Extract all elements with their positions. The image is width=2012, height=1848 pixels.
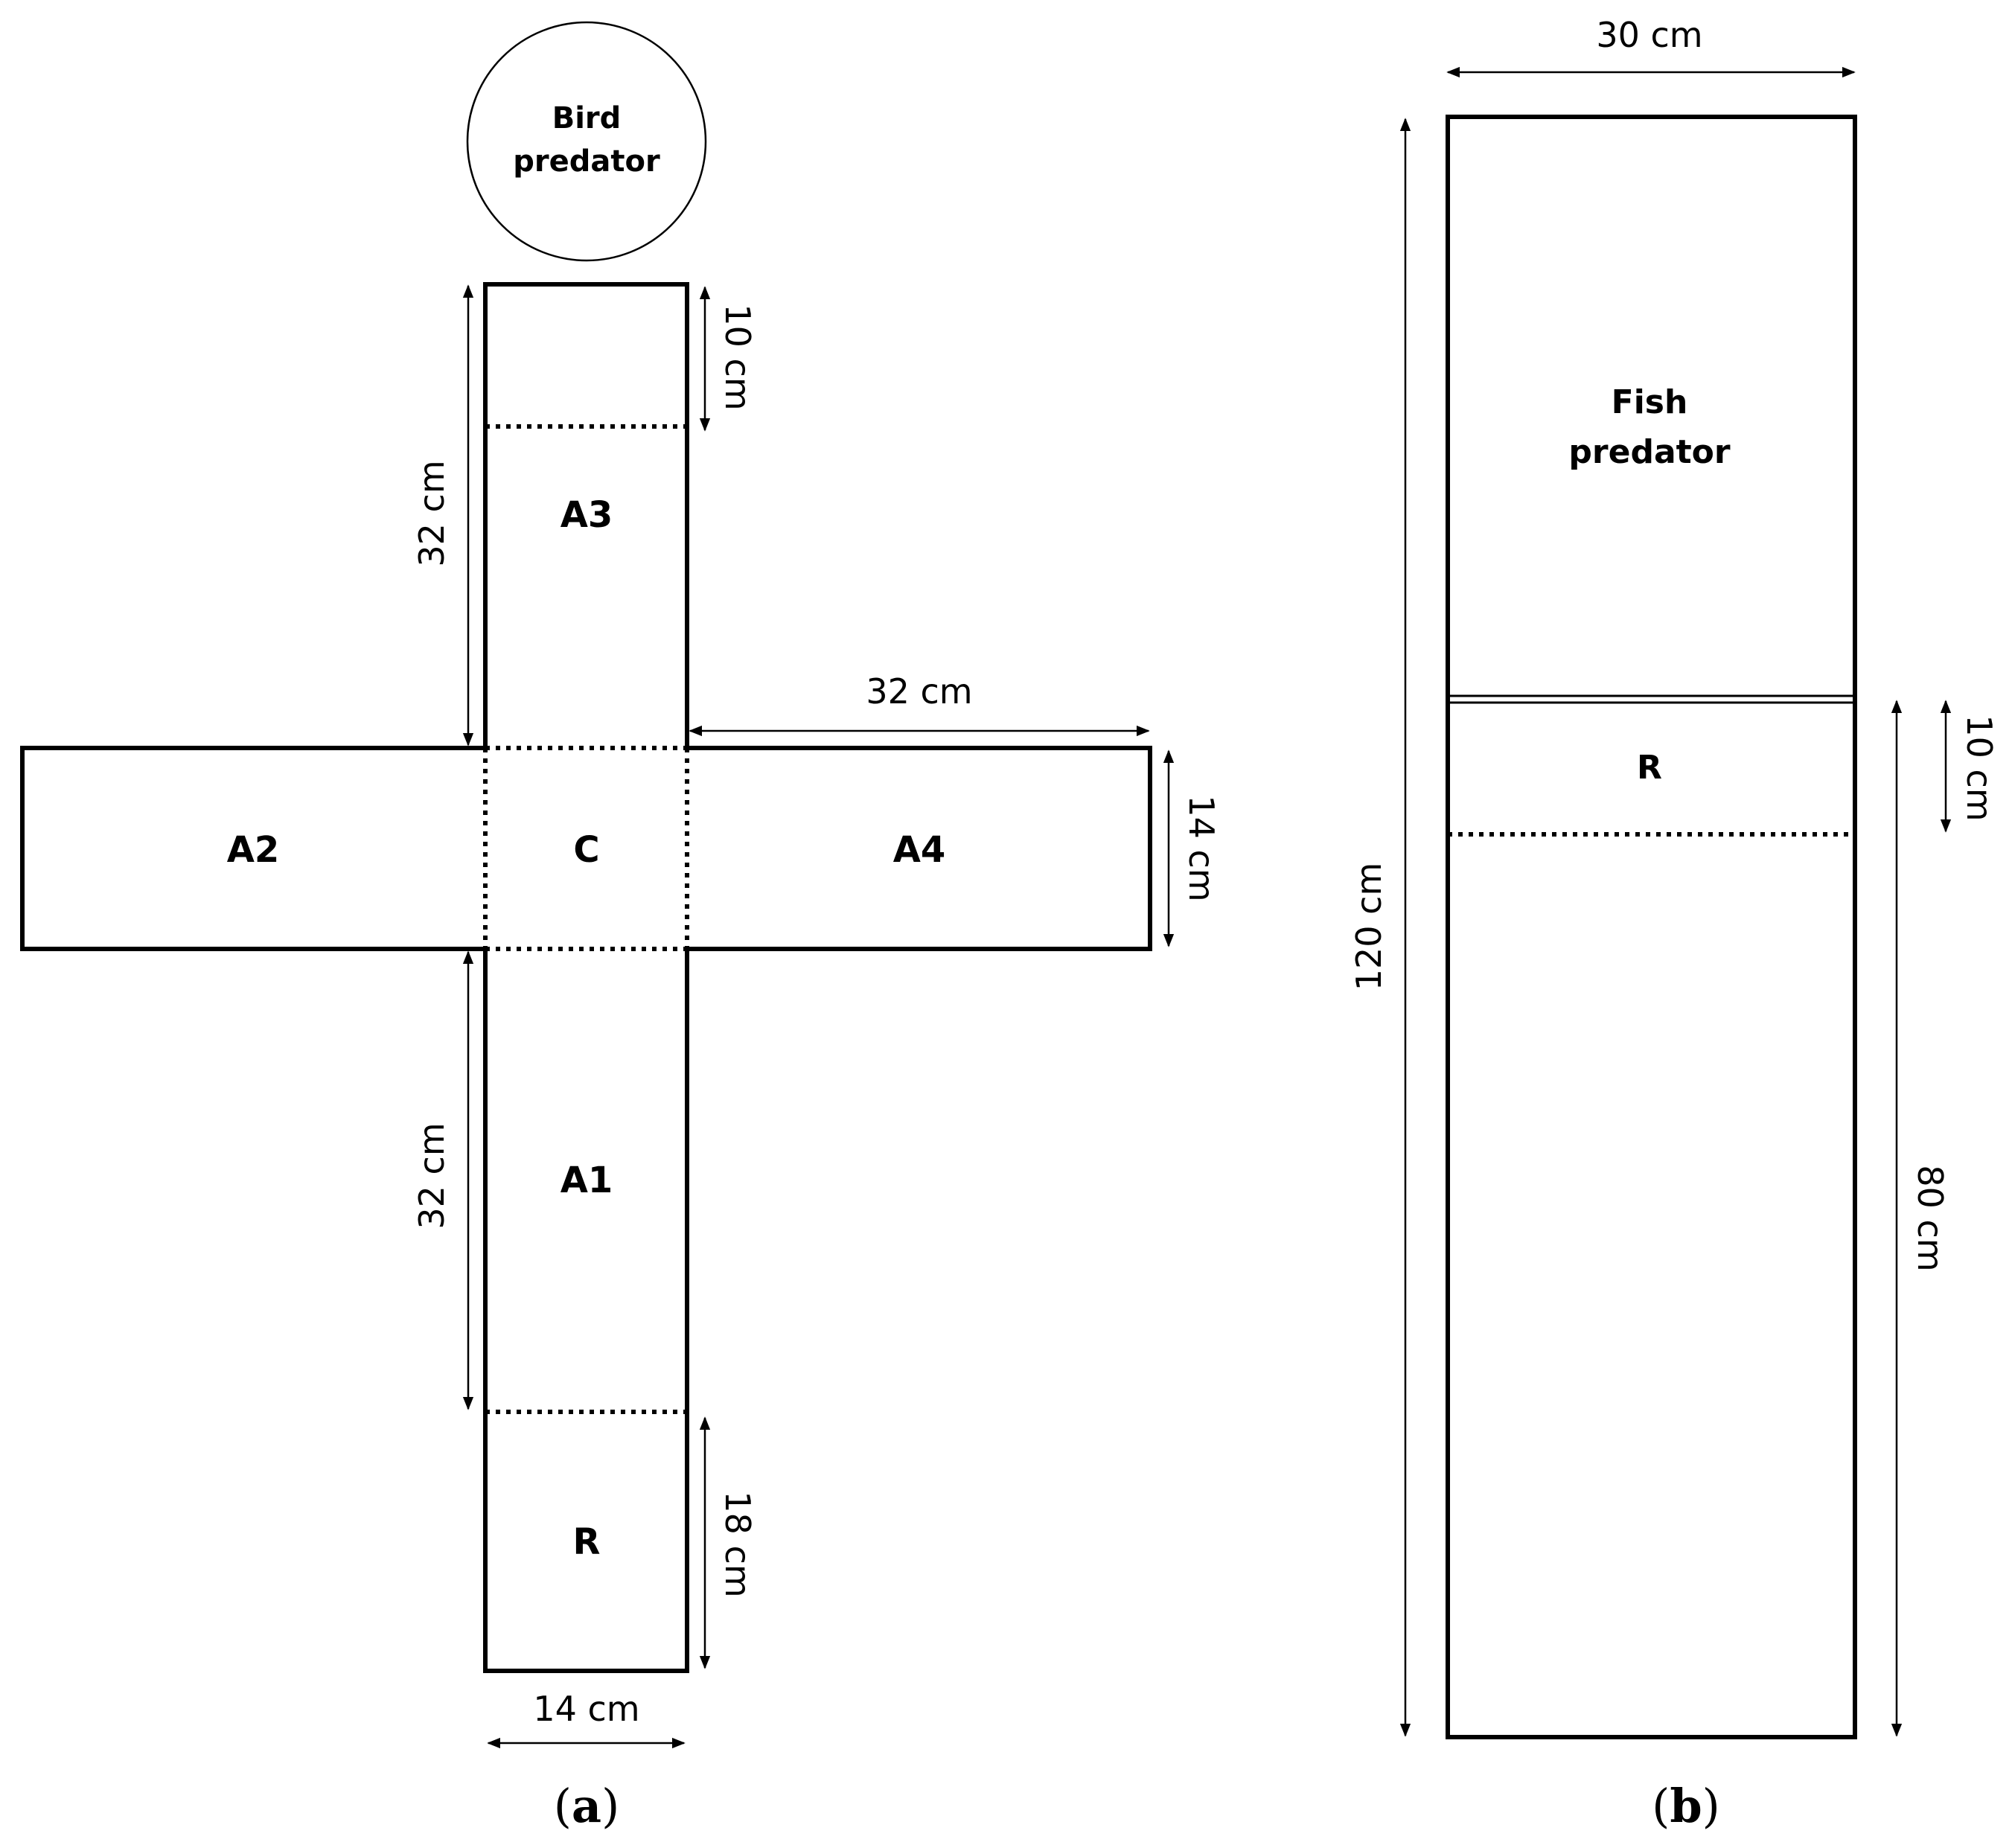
- r-segment-dim-label: 18 cm: [718, 1491, 758, 1597]
- arm-width-bottom-dim-label: 14 cm: [533, 1689, 639, 1729]
- panel-a-caption-letter: a: [572, 1779, 601, 1833]
- bird-predator-label-line2: predator: [513, 144, 660, 179]
- tank-width-dim-label: 30 cm: [1596, 15, 1702, 55]
- tank-r-segment-dim-label: 10 cm: [1959, 714, 1999, 821]
- zone-a4-label: A4: [893, 829, 946, 871]
- zone-a1-label: A1: [561, 1160, 613, 1201]
- zone-a2-label: A2: [227, 829, 280, 871]
- panel-b-caption-letter: b: [1670, 1779, 1702, 1833]
- panel-b-caption: (b): [1652, 1779, 1720, 1833]
- bird-predator-label-line1: Bird: [552, 101, 622, 135]
- arm-width-right-dim-label: 14 cm: [1181, 795, 1221, 901]
- zone-a3-label: A3: [561, 494, 613, 536]
- panel-a-caption: (a): [554, 1779, 620, 1833]
- upper-arm-dim-label: 32 cm: [412, 460, 452, 566]
- cross-maze-outline: [20, 282, 1152, 1673]
- panel-a: Bird predator A3 A2 C A4 A1 R 10 cm 32 c…: [20, 21, 1221, 1833]
- fish-predator-label-line1: Fish: [1612, 383, 1688, 421]
- tank-outline: [1446, 115, 1857, 1739]
- tank-r-label: R: [1637, 749, 1662, 787]
- total-height-dim-label: 120 cm: [1349, 863, 1389, 991]
- fish-predator-label-line2: predator: [1568, 433, 1730, 471]
- top-segment-dim-label: 10 cm: [718, 304, 758, 410]
- bird-predator-circle: [466, 21, 707, 262]
- zone-c-label: C: [573, 829, 599, 871]
- zone-r-label: R: [573, 1521, 601, 1563]
- right-arm-dim-label: 32 cm: [866, 671, 972, 712]
- lower-section-dim-label: 80 cm: [1910, 1165, 1950, 1271]
- panel-b: 30 cm Fish predator R 120 cm 10 cm 80 cm…: [1349, 15, 1999, 1833]
- lower-arm-dim-label: 32 cm: [412, 1122, 452, 1229]
